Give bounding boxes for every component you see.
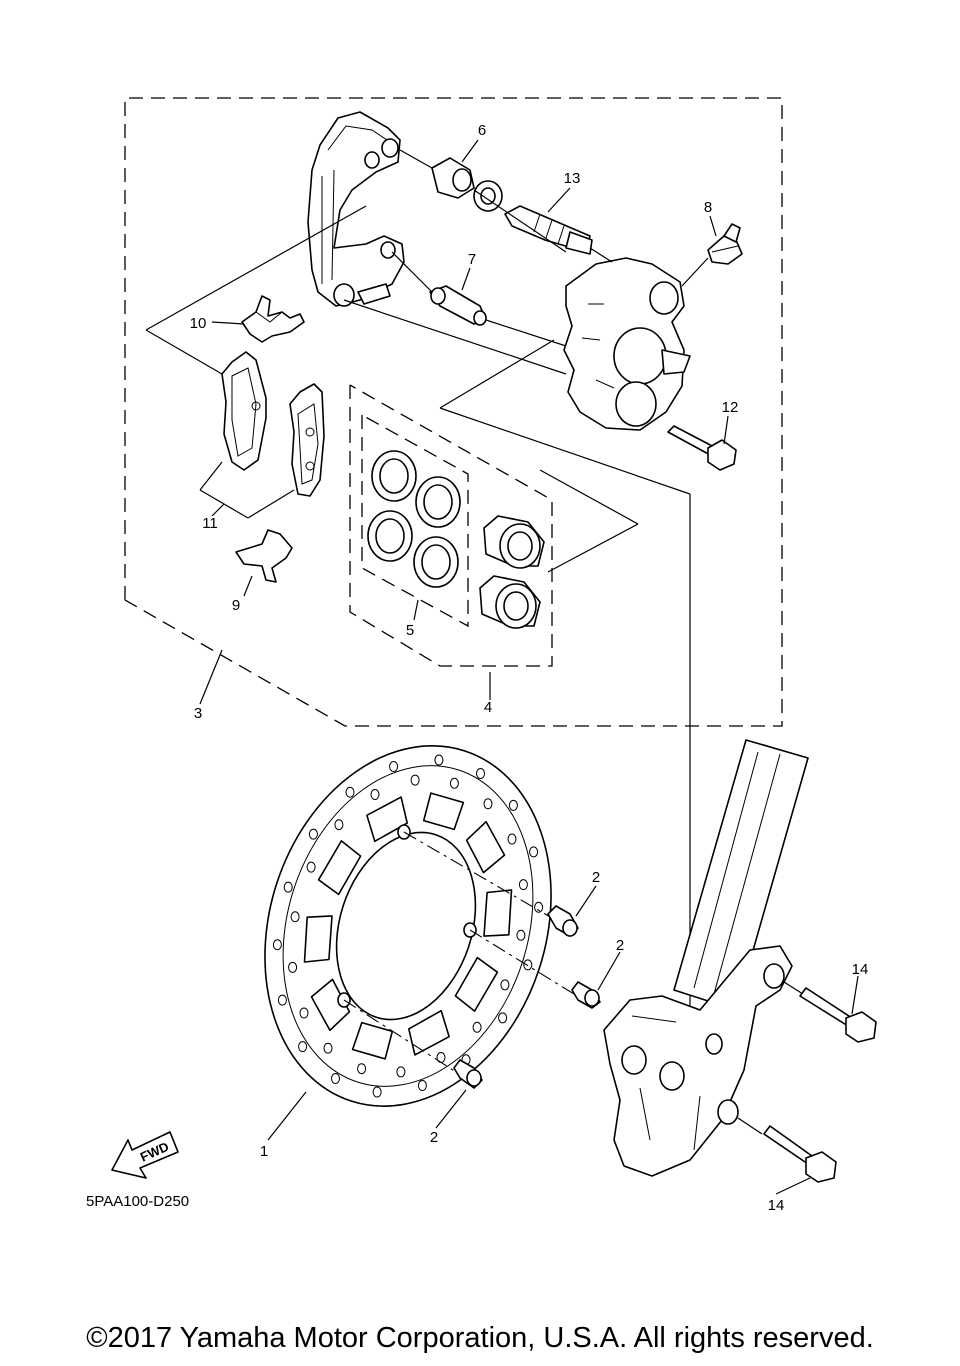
part-12-bolt <box>667 425 737 471</box>
disc-hole <box>298 1041 308 1053</box>
disc-holes <box>272 754 544 1098</box>
callout-7: 7 <box>468 251 476 268</box>
piston-kit-boundary <box>349 384 553 667</box>
callout-leaders <box>199 139 859 1195</box>
disc-hole <box>323 1042 333 1054</box>
disc-windows <box>303 792 513 1060</box>
callout-8: 8 <box>704 199 712 216</box>
part-14-bolts <box>763 987 877 1183</box>
part-10-clip <box>241 295 305 343</box>
disc-hole <box>417 1080 427 1091</box>
caliper-bracket <box>307 111 405 307</box>
disc-hole <box>290 911 300 923</box>
disc-window <box>483 889 513 937</box>
disc-hole <box>434 754 444 766</box>
disc-window <box>366 796 408 843</box>
callout-3: 3 <box>194 705 202 722</box>
disc-hole <box>483 798 493 810</box>
part-8-bleed-screw <box>707 223 743 265</box>
diagram-code: 5PAA100-D250 <box>86 1193 189 1210</box>
front-fork-reference <box>603 739 809 1177</box>
disc-hole <box>277 994 287 1006</box>
disc-hole <box>331 1073 340 1084</box>
part-4-pistons <box>479 515 545 629</box>
disc-hole <box>529 846 539 858</box>
callout-2-middle: 2 <box>616 937 624 954</box>
disc-hole <box>500 979 510 991</box>
assembly-leader-lines <box>145 149 709 1010</box>
disc-hole <box>534 901 544 913</box>
disc-hole <box>306 861 316 873</box>
callout-2-upper: 2 <box>592 869 600 886</box>
disc-window <box>465 820 506 874</box>
disc-hole <box>334 819 344 831</box>
disc-window <box>310 978 351 1032</box>
caliper-body <box>563 257 691 431</box>
disc-hole <box>476 768 485 779</box>
copyright-notice: ©2017 Yamaha Motor Corporation, U.S.A. A… <box>86 1322 874 1354</box>
disc-window <box>351 1021 394 1060</box>
caliper-assembly-boundary <box>124 97 783 727</box>
disc-hole <box>472 1021 482 1033</box>
callout-13: 13 <box>564 170 581 187</box>
callout-numbers: 6 13 8 7 10 12 11 9 5 4 3 2 2 14 2 1 14 <box>190 122 869 1214</box>
disc-window <box>303 915 333 963</box>
part-9-pad-support <box>235 529 293 583</box>
disc-hole <box>389 761 399 772</box>
callout-12: 12 <box>722 399 739 416</box>
part-6-boot <box>431 157 503 212</box>
disc-window <box>317 840 362 896</box>
seal-kit-boundary <box>361 414 469 628</box>
disc-hole <box>523 959 533 971</box>
callout-14-lower: 14 <box>768 1197 785 1214</box>
disc-hole <box>507 833 517 845</box>
disc-hole <box>449 777 459 789</box>
disc-hole <box>498 1012 508 1024</box>
callout-1: 1 <box>260 1143 268 1160</box>
disc-hole <box>272 939 282 951</box>
part-13-pin <box>504 205 593 255</box>
callout-6: 6 <box>478 122 486 139</box>
disc-window <box>422 792 465 831</box>
disc-hole <box>283 881 293 893</box>
part-11-pads <box>221 351 325 497</box>
callout-10: 10 <box>190 315 207 332</box>
disc-hole <box>288 961 298 973</box>
disc-hole <box>372 1086 382 1098</box>
disc-hole <box>508 799 518 811</box>
disc-hole <box>516 929 526 941</box>
fwd-arrow-icon: FWD <box>111 1131 179 1179</box>
callout-11: 11 <box>202 515 218 532</box>
disc-window <box>454 956 499 1012</box>
disc-hole <box>410 774 420 786</box>
disc-hole <box>518 879 528 891</box>
disc-hole <box>357 1063 367 1075</box>
callout-2-lower: 2 <box>430 1129 438 1146</box>
callout-9: 9 <box>232 597 240 614</box>
part-1-brake-disc <box>264 745 552 1107</box>
disc-hole <box>308 828 318 840</box>
disc-hole <box>396 1066 406 1078</box>
disc-hole <box>345 786 355 798</box>
disc-hole <box>370 789 380 800</box>
callout-4: 4 <box>484 699 492 716</box>
part-2-disc-bolts <box>343 831 601 1089</box>
callout-14-upper: 14 <box>852 961 869 978</box>
part-5-seals <box>367 450 461 588</box>
disc-hole <box>299 1007 309 1019</box>
disc-window <box>408 1009 450 1056</box>
callout-5: 5 <box>406 622 414 639</box>
part-7-pin <box>429 285 487 326</box>
